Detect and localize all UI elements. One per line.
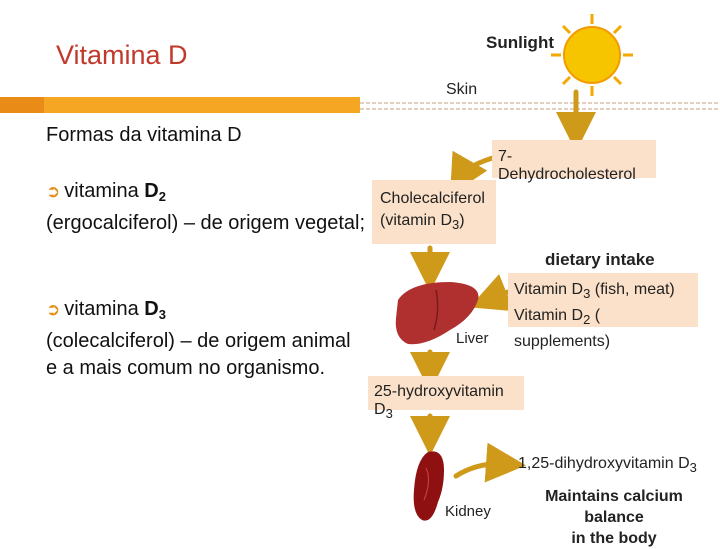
arrow-diet-to-liver bbox=[469, 274, 514, 312]
kidney-icon bbox=[413, 451, 444, 521]
vitamin-name: D2 bbox=[144, 180, 166, 204]
slide-title: Vitamina D bbox=[56, 40, 188, 70]
arrow-bullet-icon: ➲ bbox=[46, 182, 61, 201]
kidney-label: Kidney bbox=[445, 503, 491, 520]
vitamin-name: D3 bbox=[144, 298, 166, 322]
sun-icon bbox=[551, 14, 633, 96]
liver-label: Liver bbox=[456, 330, 489, 347]
sunlight-label: Sunlight bbox=[486, 33, 554, 52]
vitamin-d3-label: (vitamin D3) bbox=[380, 212, 465, 232]
accent-block bbox=[0, 97, 44, 113]
bullet-lead: vitamina bbox=[64, 180, 145, 202]
cholecalciferol-box: Cholecalciferol (vitamin D3) bbox=[372, 180, 496, 244]
arrow-kidney-to-dihydroxy bbox=[453, 442, 526, 483]
hydroxyvitamin-label: 25-hydroxyvitamin D3 bbox=[374, 383, 504, 421]
dietary-intake-label: dietary intake bbox=[545, 250, 655, 269]
dihydroxyvitamin-label: 1,25-dihydroxyvitamin D3 bbox=[518, 455, 697, 475]
accent-bar bbox=[0, 97, 360, 113]
skin-label: Skin bbox=[446, 81, 478, 98]
liver-icon bbox=[395, 282, 479, 345]
dehydrocholesterol-label: 7-Dehydrocholesterol bbox=[498, 148, 636, 183]
bullet-description: (ergocalciferol) – de origem vegetal; bbox=[46, 212, 366, 234]
bullet-lead: vitamina bbox=[64, 298, 145, 320]
arrow-bullet-icon: ➲ bbox=[46, 300, 61, 319]
bullet-item-d3: ➲vitamina D3 (colecalciferol) – de orige… bbox=[46, 296, 366, 382]
bullet-item-d2: ➲vitamina D2 (ergocalciferol) – de orige… bbox=[46, 178, 366, 237]
cholecalciferol-label: Cholecalciferol bbox=[380, 190, 485, 207]
dehydrocholesterol-box: 7-Dehydrocholesterol bbox=[492, 140, 656, 183]
bullet-description: (colecalciferol) – de origem animal e a … bbox=[46, 330, 351, 379]
vitamin-d2-source: Vitamin D2 ( supplements) bbox=[514, 307, 611, 350]
slide-subtitle: Formas da vitamina D bbox=[46, 124, 242, 146]
hydroxyvitamin-box: 25-hydroxyvitamin D3 bbox=[368, 376, 524, 421]
dietary-sources-box: Vitamin D3 (fish, meat) Vitamin D2 ( sup… bbox=[508, 273, 698, 350]
vitamin-d3-source: Vitamin D3 (fish, meat) bbox=[514, 281, 675, 301]
